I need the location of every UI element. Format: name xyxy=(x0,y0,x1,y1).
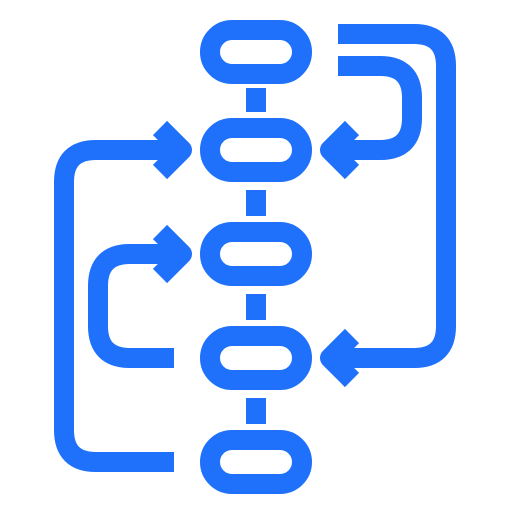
arrowhead-node4-right xyxy=(320,328,360,388)
arrowhead-node2-left xyxy=(152,120,192,180)
node-2 xyxy=(200,118,312,182)
loop-node1-to-node2 xyxy=(328,56,422,160)
node-5 xyxy=(200,430,312,494)
node-4 xyxy=(200,326,312,390)
node-1 xyxy=(200,20,312,84)
arrowhead-node2-right xyxy=(320,120,360,180)
arrowhead-node3-left xyxy=(152,224,192,284)
loop-node4-to-node3 xyxy=(88,244,184,368)
loop-node5-to-node2 xyxy=(54,140,184,472)
node-3 xyxy=(200,222,312,286)
loop-node1-to-node4 xyxy=(328,24,456,368)
